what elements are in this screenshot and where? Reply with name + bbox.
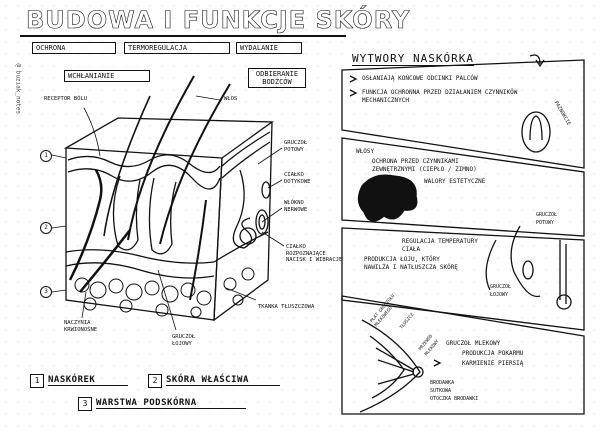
legend-naskorek: NASKÓREK (48, 375, 128, 386)
label-cialko-nacisk: CIAŁKO ROZPOZNAJĄCE NACISK I WIBRACJE (286, 244, 343, 263)
legend-number-1: 1 (30, 374, 44, 388)
layer-number-2: 2 (40, 222, 52, 234)
regulacja-text: REGULACJA TEMPERATURY CIAŁA (402, 238, 478, 253)
produkcja-text: PRODUKCJA ŁOJU, KTÓRY NAWILŻA I NATŁUSZC… (364, 256, 458, 271)
title-underline (20, 35, 346, 37)
function-ochrona: OCHRONA (32, 42, 116, 54)
legend-number-2: 2 (148, 374, 162, 388)
function-wydalanie: WYDALANIE (236, 42, 302, 54)
brodawka-label: BRODAWKA SUTKOWA (430, 380, 455, 394)
otoczka-label: OTOCZKA BRODAWKI (430, 396, 479, 402)
layer-number-3: 3 (40, 286, 52, 298)
label-receptor-bolu: RECEPTOR BÓLU (44, 96, 88, 102)
label-tkanka-tluszczowa: TKANKA TŁUSZCZOWA (258, 304, 315, 310)
label-cialko-dotykowe: CIAŁKO DOTYKOWE (284, 172, 311, 185)
layer-number-1: 1 (40, 150, 52, 162)
function-termoregulacja: TERMOREGULACJA (124, 42, 230, 54)
mlekowy-point-2: KARMIENIE PIERSIĄ (462, 360, 524, 367)
mlekowy-point-1: PRODUKCJA POKARMU (462, 350, 524, 357)
wlosy-point-2: WALORY ESTETYCZNE (424, 178, 486, 185)
wytwory-title: WYTWORY NASKÓRKA (352, 52, 474, 66)
nails-point-1: OSŁANIAJĄ KOŃCOWE ODCINKI PALCÓW (362, 75, 478, 82)
label-naczynia-krwionosne: NACZYNIA KRWIONOŚNE (64, 320, 98, 333)
wlosy-point-1: OCHRONA PRZED CZYNNIKAMI ZEWNĘTRZNYMI (C… (372, 158, 477, 173)
label-gruczol-lojowy: GRUCZOŁ ŁOJOWY (172, 334, 196, 347)
label-wlos: WŁOS (224, 96, 238, 102)
mlekowy-title: GRUCZOŁ MLEKOWY (446, 340, 501, 347)
legend-number-3: 3 (78, 397, 92, 411)
label-wlokno-nerwowe: WŁÓKNO NERWOWE (284, 200, 308, 213)
function-odbieranie-bodzcow: ODBIERANIE BODŹCÓW (248, 68, 306, 88)
function-wchlanianie: WCHŁANIANIE (64, 70, 150, 82)
legend-warstwa-podskorna: WARSTWA PODSKÓRNA (96, 398, 246, 409)
sweat-gland-label: GRUCZOŁ POTOWY (536, 212, 558, 226)
page-title: BUDOWA I FUNKCJE SKÓRY (26, 6, 411, 35)
label-gruczol-potowy: GRUCZOŁ POTOWY (284, 140, 308, 153)
sebaceous-gland-label: GRUCZOŁ ŁOJOWY (490, 284, 512, 298)
nails-point-2: FUNKCJA OCHRONNA PRZED DZIAŁANIEM CZYNNI… (362, 89, 518, 104)
wlosy-title: WŁOSY (356, 148, 375, 155)
legend-skora-wlasciwa: SKÓRA WŁAŚCIWA (166, 375, 280, 386)
